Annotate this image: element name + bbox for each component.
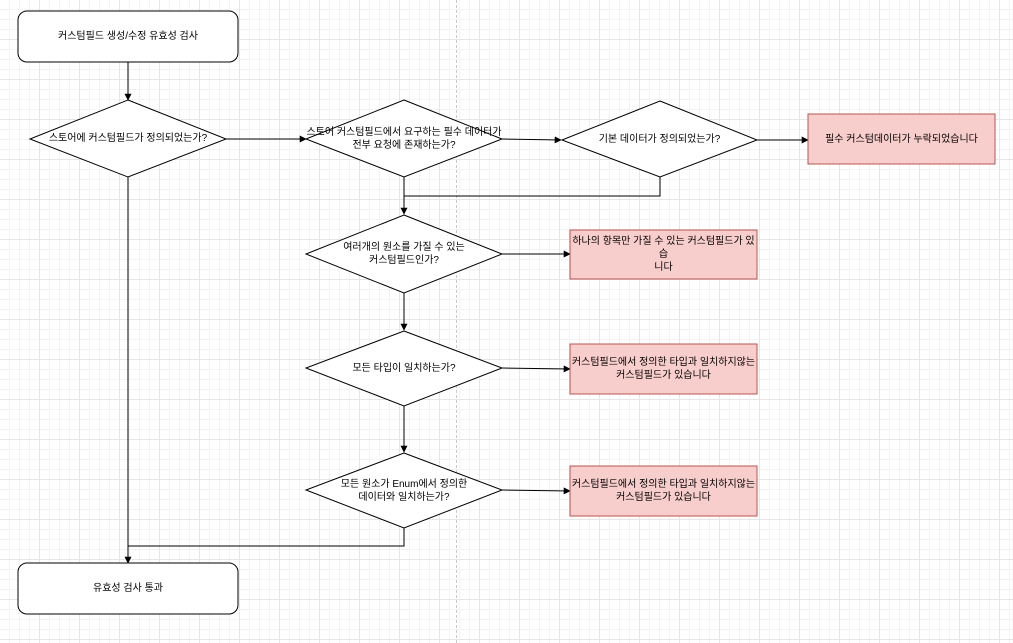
decision-enum-match[interactable]	[304, 452, 504, 529]
error-single-item[interactable]	[569, 229, 758, 280]
page-divider	[456, 0, 457, 643]
decision-base-data[interactable]	[560, 100, 759, 178]
edge-enum-match-to-end	[128, 528, 405, 547]
error-enum-mismatch[interactable]	[569, 465, 758, 517]
decision-store-defined[interactable]	[28, 99, 228, 178]
error-type-mismatch[interactable]	[569, 343, 758, 395]
decision-required-data[interactable]	[304, 99, 504, 178]
error-missing-required[interactable]	[807, 113, 996, 165]
edge-base-data-join	[404, 177, 661, 197]
edge-required-data-to-base-data	[501, 136, 562, 144]
edge-enum-match-to-enum-mismatch	[501, 487, 571, 495]
edge-all-types-to-type-mismatch	[501, 365, 571, 373]
end-node[interactable]	[17, 562, 239, 615]
decision-multi-element[interactable]	[304, 214, 504, 294]
edges	[124, 62, 809, 564]
decision-all-types[interactable]	[304, 330, 504, 407]
nodes	[17, 10, 996, 615]
start-node[interactable]	[17, 10, 239, 63]
